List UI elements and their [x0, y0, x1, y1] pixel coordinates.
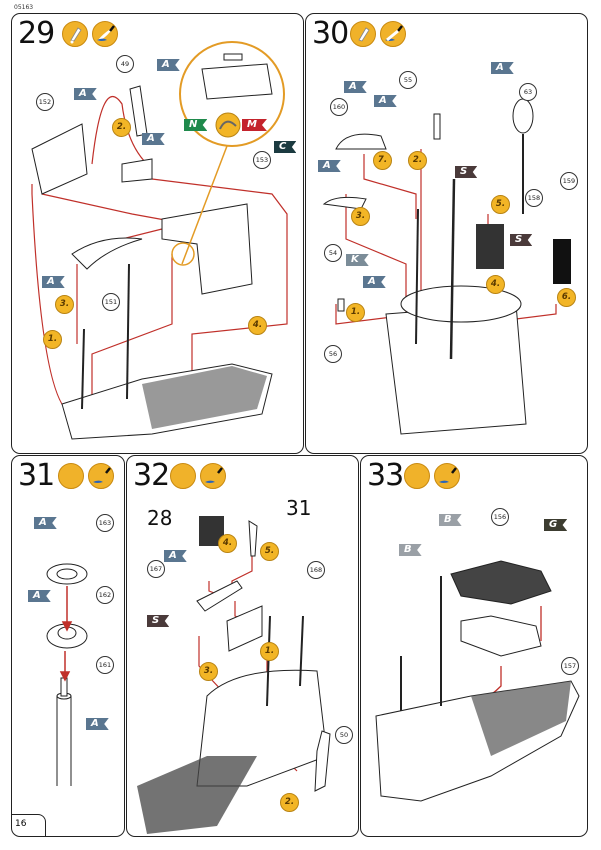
step-number: 30 — [312, 16, 349, 51]
part-56: 56 — [324, 345, 342, 363]
part-157: 157 — [561, 657, 579, 675]
document-code: 05163 — [14, 4, 34, 11]
glue-icon — [350, 21, 376, 47]
part-161: 161 — [96, 656, 114, 674]
paint-flag-B: B — [399, 544, 422, 556]
part-167: 167 — [147, 560, 165, 578]
substep-3: 3. — [351, 207, 370, 226]
step-31-panel: 31 163 162 161 A A A — [11, 455, 125, 837]
paint-brush-icon — [434, 463, 460, 489]
step-29-panel: 29 49 152 153 — [11, 13, 304, 454]
substep-4: 4. — [248, 316, 267, 335]
part-63: 63 — [519, 83, 537, 101]
part-151: 151 — [102, 293, 120, 311]
paint-flag-A: A — [363, 276, 386, 288]
glue-icon — [58, 463, 84, 489]
step-33-illustration — [375, 560, 580, 802]
substep-5: 5. — [260, 542, 279, 561]
paint-flag-A: A — [344, 81, 367, 93]
step-30-illustration — [322, 98, 571, 435]
paint-flag-G: G — [544, 519, 568, 531]
substep-5: 5. — [491, 195, 510, 214]
step-29-illustration — [31, 41, 288, 440]
part-168: 168 — [307, 561, 325, 579]
paint-brush-icon — [200, 463, 226, 489]
substep-1: 1. — [346, 303, 365, 322]
paint-flag-A: A — [28, 590, 51, 602]
substep-1: 1. — [43, 330, 62, 349]
substep-2: 2. — [112, 118, 131, 137]
paint-flag-N: N — [184, 119, 208, 131]
part-54: 54 — [324, 244, 342, 262]
glue-icon — [404, 463, 430, 489]
paint-flag-A: A — [34, 517, 57, 529]
paint-flag-A: A — [86, 718, 109, 730]
step-number: 31 — [18, 458, 55, 493]
paint-flag-A: A — [164, 550, 187, 562]
paint-flag-A: A — [74, 88, 97, 100]
paint-flag-A: A — [374, 95, 397, 107]
paint-flag-S: S — [455, 166, 478, 178]
part-159: 159 — [560, 172, 578, 190]
part-55: 55 — [399, 71, 417, 89]
step-33-panel: 33 156 157 B B G — [360, 455, 588, 837]
step-number: 32 — [133, 458, 170, 493]
paint-flag-S: S — [510, 234, 533, 246]
substep-4: 4. — [486, 275, 505, 294]
part-ref-31: 31 — [286, 496, 312, 520]
part-160: 160 — [330, 98, 348, 116]
substep-3: 3. — [55, 295, 74, 314]
step-number: 33 — [367, 458, 404, 493]
paint-flag-C: C — [274, 141, 297, 153]
paint-flag-A: A — [318, 160, 341, 172]
paint-flag-A: A — [491, 62, 514, 74]
step-32-panel: 32 28 31 167 168 50 1. 2. 3. 4. 5. A S — [126, 455, 359, 837]
part-ref-28: 28 — [147, 506, 173, 530]
step-number: 29 — [18, 16, 55, 51]
glue-icon — [62, 21, 88, 47]
paint-flag-A: A — [157, 59, 180, 71]
part-156: 156 — [491, 508, 509, 526]
paint-brush-icon — [88, 463, 114, 489]
paint-brush-icon — [380, 21, 406, 47]
part-50: 50 — [335, 726, 353, 744]
glue-icon — [170, 463, 196, 489]
part-163: 163 — [96, 514, 114, 532]
paint-flag-S: S — [147, 615, 170, 627]
paint-brush-icon — [92, 21, 118, 47]
part-162: 162 — [96, 586, 114, 604]
substep-7: 7. — [373, 151, 392, 170]
paint-flag-A: A — [142, 133, 165, 145]
step-30-panel: 30 55 63 160 54 158 159 — [305, 13, 588, 454]
substep-2: 2. — [408, 151, 427, 170]
substep-1: 1. — [260, 642, 279, 661]
substep-6: 6. — [557, 288, 576, 307]
part-49: 49 — [116, 55, 134, 73]
part-152: 152 — [36, 93, 54, 111]
substep-4: 4. — [218, 534, 237, 553]
paint-flag-A: A — [42, 276, 65, 288]
step-31-illustration — [46, 563, 88, 786]
substep-3: 3. — [199, 662, 218, 681]
substep-2: 2. — [280, 793, 299, 812]
paint-flag-K: K — [346, 254, 369, 266]
part-158: 158 — [525, 189, 543, 207]
paint-flag-M: M — [242, 119, 267, 131]
page-number: 16 — [11, 814, 46, 837]
paint-flag-B: B — [439, 514, 462, 526]
part-153: 153 — [253, 151, 271, 169]
